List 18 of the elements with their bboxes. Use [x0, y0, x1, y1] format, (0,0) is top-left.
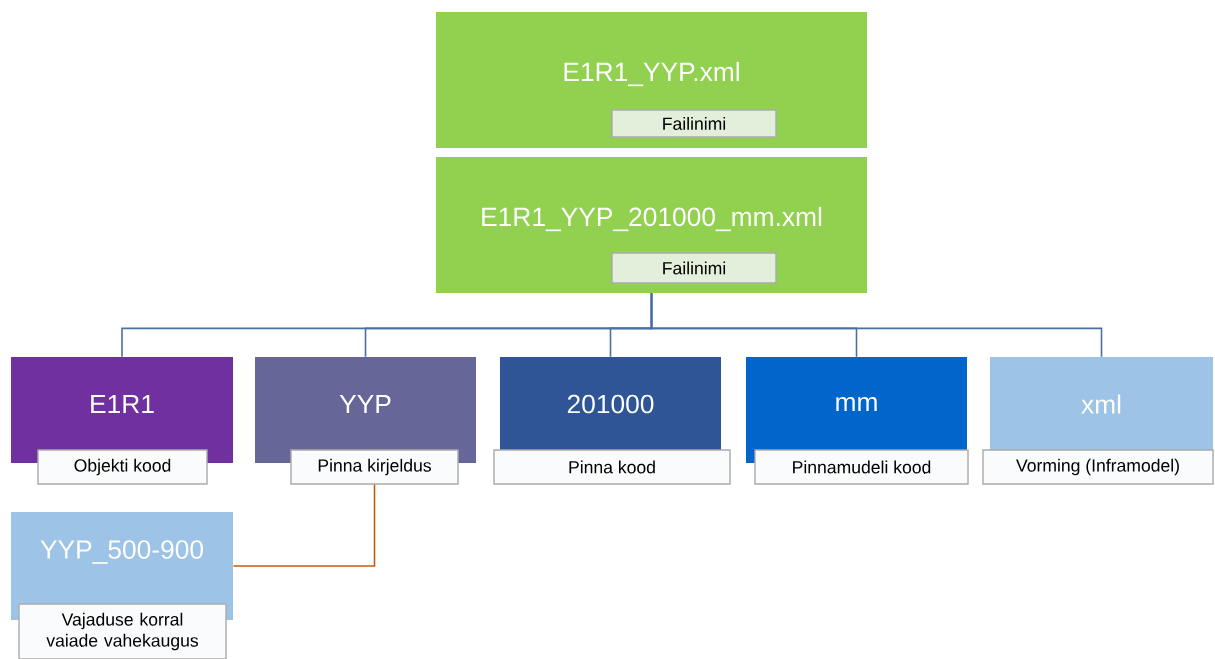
caption-label: Vajaduse korral vaiade vahekaugus — [18, 603, 227, 659]
code-text: YYP — [339, 394, 391, 414]
caption-label: Pinnamudeli kood — [754, 449, 969, 485]
caption-label: Pinna kirjeldus — [290, 449, 459, 485]
caption-label: Vorming (Inframodel) — [982, 449, 1214, 485]
connector-line — [650, 292, 1103, 358]
caption-label: Failinimi — [611, 252, 777, 284]
code-text: xml — [1081, 394, 1121, 414]
code-text: E1R1_YYP.xml — [564, 61, 739, 87]
code-text: E1R1 — [91, 394, 154, 414]
connector-line — [232, 483, 376, 567]
code-text: YYP_500-900 — [40, 540, 203, 564]
code-text: E1R1_YYP_201000_mm.xml — [482, 206, 822, 232]
code-text: mm — [836, 396, 877, 412]
caption-label: Failinimi — [611, 109, 777, 138]
caption-label: Objekti kood — [37, 449, 208, 485]
code-text: 201000 — [567, 394, 654, 414]
caption-label: Pinna kood — [493, 449, 731, 485]
